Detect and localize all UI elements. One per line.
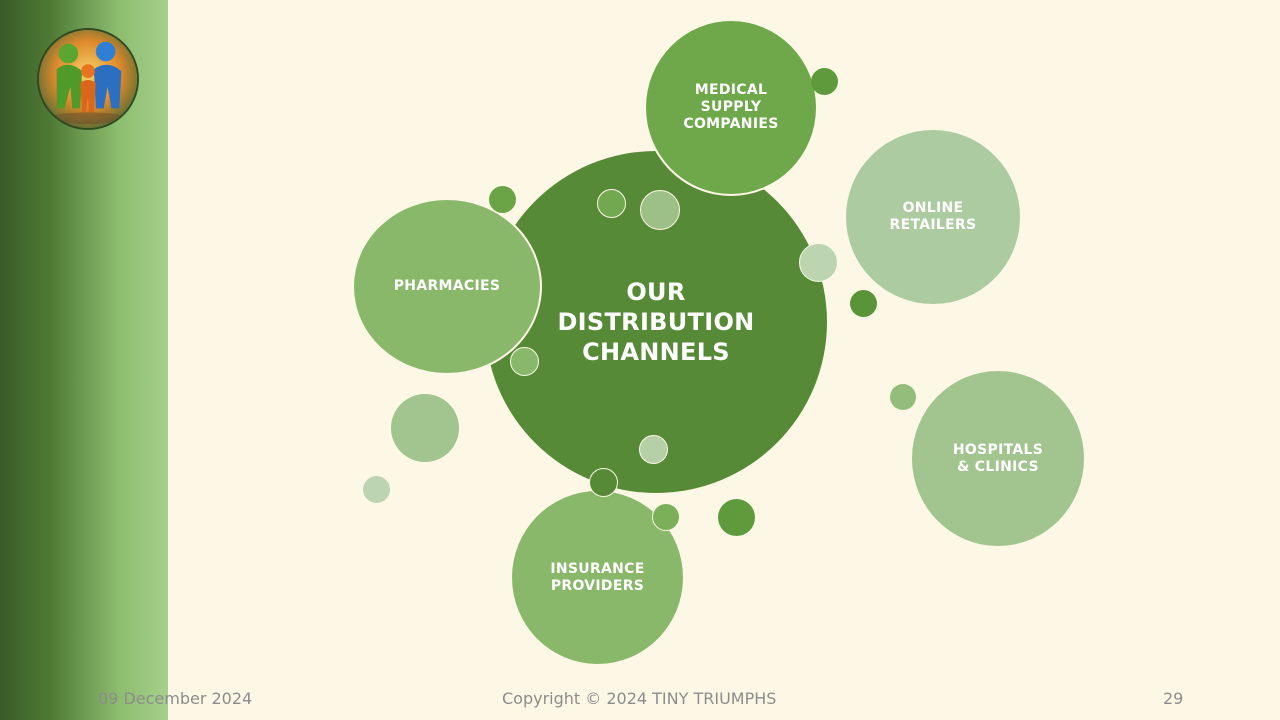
channel-hospitals-clinics: HOSPITALS & CLINICS <box>912 371 1084 546</box>
family-hands-logo-icon <box>39 30 137 128</box>
slide-number: 29 <box>1163 689 1184 708</box>
decorative-dot <box>640 190 680 230</box>
channel-label: MEDICAL SUPPLY COMPANIES <box>683 82 779 132</box>
footer-copyright: Copyright © 2024 TINY TRIUMPHS <box>502 689 777 708</box>
channel-label: PHARMACIES <box>393 278 501 294</box>
channel-label: INSURANCE PROVIDERS <box>550 560 645 594</box>
decorative-dot <box>811 68 838 95</box>
decorative-dot <box>597 189 626 218</box>
channel-pharmacies: PHARMACIES <box>352 198 542 375</box>
decorative-dot <box>850 290 877 317</box>
decorative-dot <box>890 384 916 410</box>
decorative-dot <box>510 347 539 376</box>
decorative-dot <box>489 186 516 213</box>
decorative-dot <box>799 243 838 282</box>
channel-label: ONLINE RETAILERS <box>889 200 977 233</box>
decorative-dot <box>639 435 668 464</box>
channel-online-retailers: ONLINE RETAILERS <box>846 130 1020 304</box>
footer-date: 09 December 2024 <box>98 689 253 708</box>
decorative-dot <box>363 476 390 503</box>
decorative-dot <box>391 394 459 462</box>
channel-label: HOSPITALS & CLINICS <box>952 441 1044 475</box>
center-label: OUR DISTRIBUTION CHANNELS <box>557 278 755 366</box>
decorative-dot <box>589 468 618 497</box>
decorative-dot <box>652 503 680 531</box>
decorative-dot <box>718 499 755 536</box>
channel-medical-supply: MEDICAL SUPPLY COMPANIES <box>644 19 818 196</box>
